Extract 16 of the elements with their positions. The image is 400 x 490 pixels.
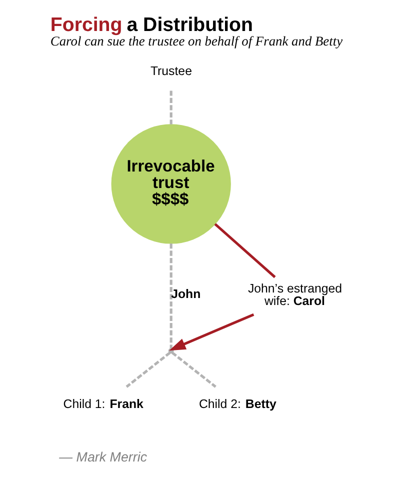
caption: Carol can sue the trustee on behalf of Frank and Betty (50, 34, 342, 49)
connector (169, 244, 172, 348)
node-text: Trustee (150, 64, 192, 78)
node-point (168, 348, 174, 354)
label: — Mark Merric (58, 450, 147, 465)
node-text: John’s estranged wife: Carol (247, 281, 342, 308)
edge-label: John (170, 287, 200, 302)
connector (169, 90, 172, 124)
diagram-title: Forcing a Distribution (50, 14, 253, 36)
arrow (168, 313, 254, 351)
node-text: Child 2: Betty (198, 396, 276, 411)
node-text: Child 1: Frank (62, 396, 143, 411)
connector (214, 223, 276, 278)
connector (125, 352, 170, 388)
node-circle: Irrevocable trust $$$$ (110, 124, 230, 244)
connector (170, 352, 216, 388)
